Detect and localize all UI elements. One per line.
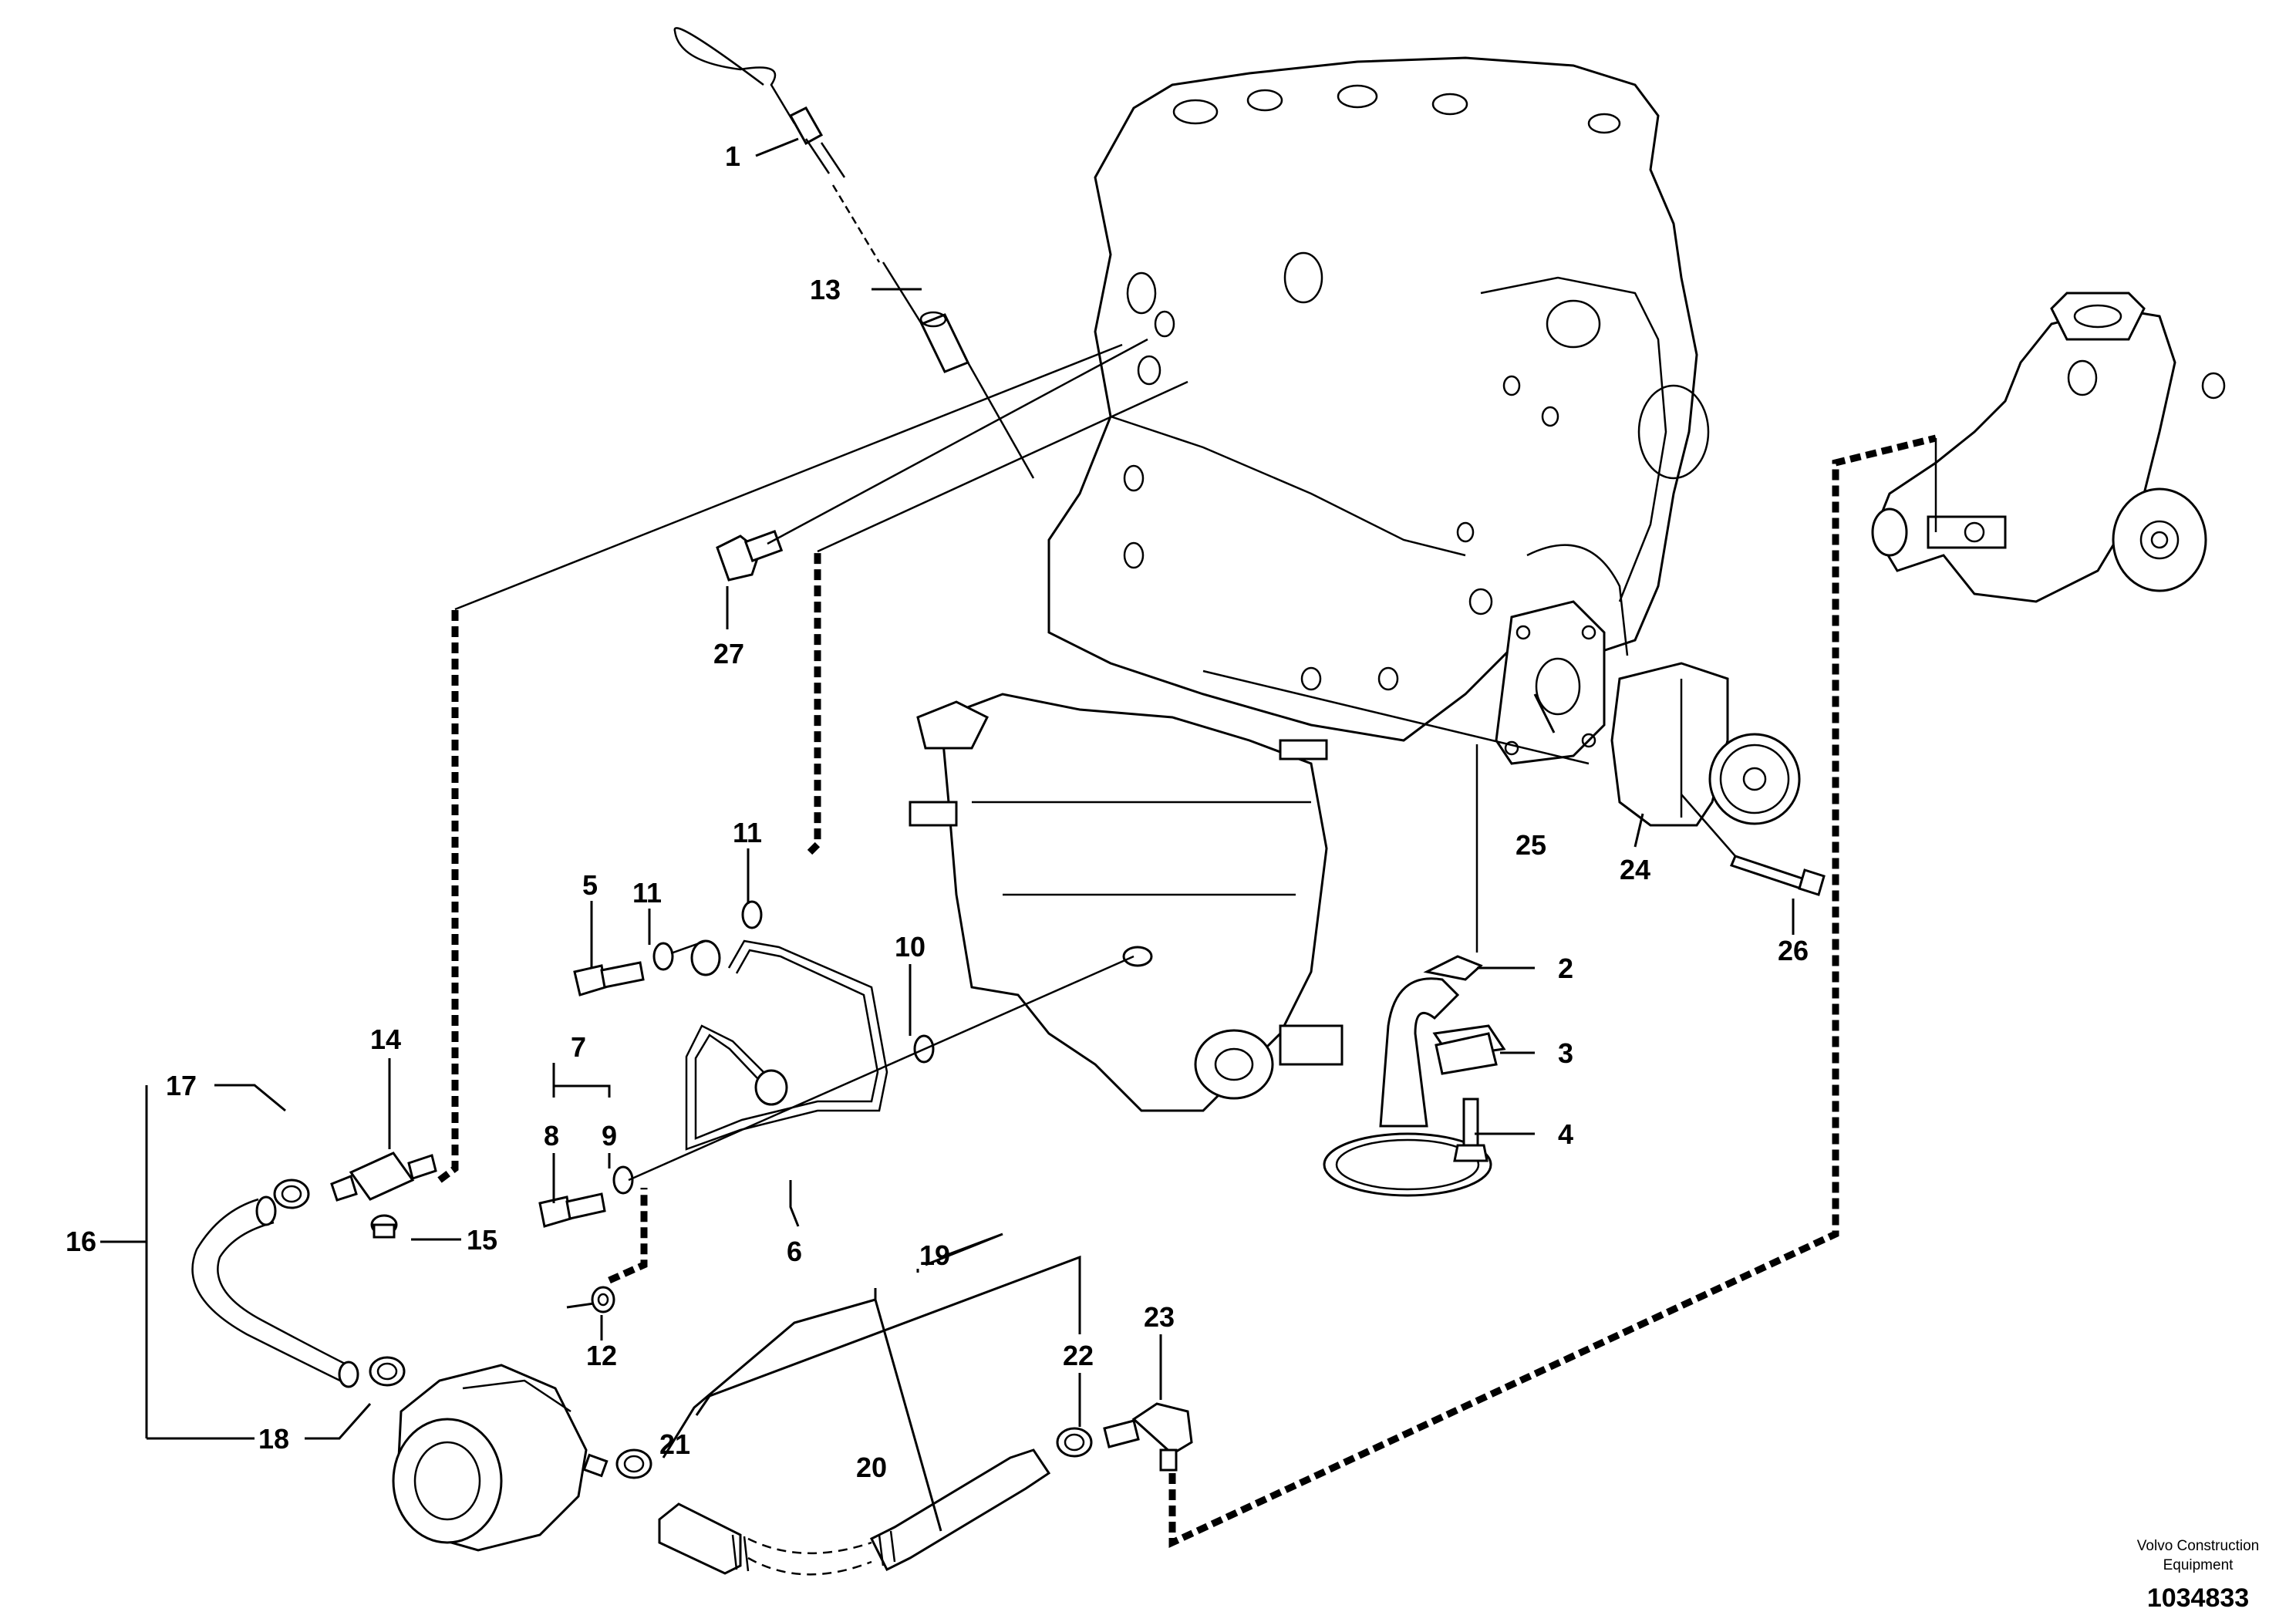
reference-number: 1034833: [2147, 1583, 2249, 1613]
callout-1: 1: [725, 140, 740, 172]
callout-26: 26: [1778, 935, 1809, 966]
assembly-axis-line: [628, 955, 1135, 1182]
hose-clamp-22: [1056, 1427, 1093, 1458]
adapter-14: [330, 1152, 437, 1202]
callout-24: 24: [1620, 854, 1650, 885]
nut-12: [591, 1286, 615, 1313]
publisher-line-2: Equipment: [2163, 1557, 2234, 1573]
oil-hose-16: [191, 1195, 359, 1388]
callout-23: 23: [1144, 1301, 1175, 1333]
callout-2: 2: [1558, 953, 1573, 984]
callout-10: 10: [895, 931, 925, 963]
oil-strainer: [1323, 955, 1506, 1197]
plug-15: [370, 1214, 398, 1239]
engine-timing-cover: [1047, 56, 1710, 742]
oil-filter: [392, 1364, 609, 1552]
elbow-fitting-23: [1103, 1402, 1193, 1472]
callout-7: 7: [571, 1031, 586, 1063]
callout-17: 17: [166, 1070, 197, 1101]
oil-dipstick: [673, 27, 923, 325]
publisher-line-1: Volvo Construction: [2137, 1538, 2259, 1554]
callout-12: 12: [586, 1340, 617, 1371]
callout-13: 13: [810, 274, 841, 305]
callout-22: 22: [1063, 1340, 1094, 1371]
callout-11b: 11: [733, 817, 762, 848]
callout-9: 9: [602, 1120, 617, 1152]
banjo-bolt-8: [538, 1192, 606, 1228]
assembly-lines: [454, 338, 1937, 953]
callout-19: 19: [919, 1239, 950, 1271]
banjo-bolt-5: [573, 961, 645, 996]
fuel-injection-pump: [909, 693, 1344, 1112]
callout-18: 18: [258, 1423, 289, 1455]
water-pump: [1871, 292, 2226, 603]
routing-lines: [437, 434, 1937, 1549]
callout-labels: 1 2 3 4 5 6 7 8 9 10 11 11 12 13 14 15 1…: [66, 140, 1809, 1483]
oil-pump-gasket: [1495, 600, 1606, 765]
callout-6: 6: [787, 1236, 802, 1267]
callout-11a: 11: [632, 877, 662, 909]
hose-clamp-17: [273, 1179, 310, 1209]
bolt-4: [1453, 1098, 1489, 1162]
dipstick-tube-13: [919, 311, 1035, 479]
callout-8: 8: [544, 1120, 559, 1152]
callout-4: 4: [1558, 1118, 1573, 1150]
sealing-washer-11a: [652, 942, 674, 971]
sealing-washer-9: [612, 1165, 634, 1195]
callout-15: 15: [467, 1224, 497, 1256]
oil-pump: [1610, 662, 1801, 827]
callout-leaders: [100, 137, 1795, 1532]
screw-26: [1729, 855, 1826, 896]
callout-25: 25: [1515, 829, 1546, 861]
callout-21: 21: [659, 1428, 690, 1460]
callout-3: 3: [1558, 1037, 1573, 1069]
callout-20: 20: [856, 1452, 887, 1483]
callout-27: 27: [713, 638, 744, 669]
assembly-axis-line-2: [670, 939, 706, 955]
callout-14: 14: [370, 1023, 401, 1055]
oil-line-6: [685, 939, 888, 1151]
callout-16: 16: [66, 1226, 96, 1257]
oil-pressure-switch: [716, 530, 784, 582]
hose-clamp-18: [369, 1356, 406, 1387]
sealing-washer-11b: [741, 900, 763, 929]
hose-clamp-21: [615, 1448, 652, 1479]
oil-return-hose: [658, 1448, 1051, 1576]
callout-5: 5: [582, 869, 598, 901]
